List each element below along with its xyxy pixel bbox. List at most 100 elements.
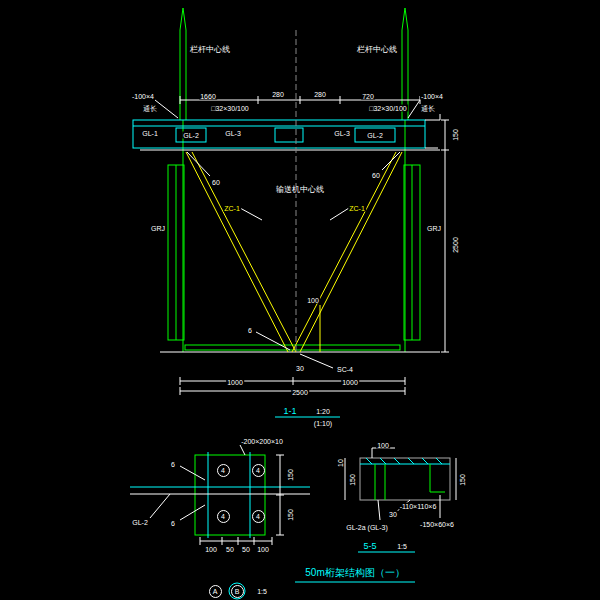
drawing-title: 50m桁架结构图（一） bbox=[303, 568, 406, 578]
drawing-label: 6 bbox=[170, 461, 176, 468]
member-line bbox=[208, 452, 209, 538]
drawing-label: GL-2 bbox=[182, 132, 200, 139]
leader-line bbox=[330, 208, 349, 220]
drawing-label: GRJ bbox=[426, 225, 442, 232]
drawing-label: 150 bbox=[349, 473, 356, 487]
drawing-label: 1:5 bbox=[256, 588, 268, 595]
drawing-label: 10 bbox=[337, 458, 344, 468]
drawing-label: -100×4 bbox=[420, 93, 444, 100]
drawing-label: □32×30/100 bbox=[368, 105, 408, 112]
column-line bbox=[183, 120, 184, 352]
drawing-label: ZC-1 bbox=[223, 205, 241, 212]
callout-circle: B bbox=[231, 585, 244, 598]
diagonal-brace bbox=[292, 152, 396, 352]
grj-column bbox=[412, 165, 413, 340]
dimension-line bbox=[180, 377, 405, 385]
member-line bbox=[130, 494, 310, 495]
drawing-label: 280 bbox=[271, 91, 285, 98]
drawing-label: (1:10) bbox=[313, 420, 333, 427]
drawing-label: -100×4 bbox=[131, 93, 155, 100]
drawing-label: 1000 bbox=[226, 379, 244, 386]
drawing-label: 通长 bbox=[142, 105, 158, 112]
drawing-label: 100 bbox=[204, 546, 218, 553]
callout-circle: A bbox=[209, 585, 222, 598]
leader-line bbox=[187, 152, 210, 176]
callout-circle: 4 bbox=[217, 510, 230, 523]
drawing-label: 1660 bbox=[199, 93, 217, 100]
leader-line bbox=[150, 445, 245, 520]
marker-ring bbox=[229, 583, 245, 599]
drawing-label: 150 bbox=[459, 473, 466, 487]
drawing-label: ZC-1 bbox=[348, 205, 366, 212]
drawing-label: 5-5 bbox=[362, 542, 377, 551]
drawing-label: 通长 bbox=[420, 105, 436, 112]
drawing-label: 50 bbox=[225, 546, 235, 553]
drawing-label: 720 bbox=[361, 93, 375, 100]
drawing-label: GRJ bbox=[150, 225, 166, 232]
drawing-label: -110×110×6 bbox=[399, 503, 438, 510]
railing-post bbox=[402, 8, 408, 120]
drawing-label: 栏杆中心线 bbox=[189, 46, 231, 54]
callout-circle: 4 bbox=[252, 464, 265, 477]
leader-line bbox=[240, 208, 262, 220]
drawing-label: 100 bbox=[376, 442, 390, 449]
dimension-line bbox=[441, 120, 449, 352]
channel-section bbox=[375, 464, 445, 500]
leader-line bbox=[155, 100, 178, 118]
edge-plate bbox=[425, 114, 440, 148]
drawing-label: 50 bbox=[241, 546, 251, 553]
callout-circle: 4 bbox=[252, 510, 265, 523]
top-chord bbox=[140, 150, 440, 151]
drawing-label: GL-2 bbox=[366, 132, 384, 139]
drawing-label: 1-1 bbox=[282, 407, 297, 416]
drawing-label: 150 bbox=[287, 468, 294, 482]
drawing-label: 6 bbox=[247, 327, 253, 334]
drawing-label: 1:5 bbox=[396, 543, 408, 550]
leader-line bbox=[300, 354, 333, 368]
drawing-label: 30 bbox=[388, 511, 398, 518]
callout-text: B bbox=[235, 588, 240, 595]
drawing-label: 150 bbox=[452, 128, 459, 142]
drawing-label: 280 bbox=[313, 91, 327, 98]
drawing-label: 60 bbox=[211, 179, 221, 186]
drawing-label: □32×30/100 bbox=[210, 105, 250, 112]
drawing-label: 100 bbox=[306, 297, 320, 304]
leader-line bbox=[382, 152, 400, 170]
grj-column bbox=[176, 165, 177, 340]
column-line bbox=[405, 120, 406, 352]
callout-text: A bbox=[213, 588, 218, 595]
drawing-label: 输送机中心线 bbox=[275, 186, 325, 194]
platform-beam bbox=[133, 126, 425, 127]
dimension-line bbox=[345, 448, 456, 500]
drawing-label: 150 bbox=[287, 508, 294, 522]
dimension-line bbox=[200, 537, 272, 545]
beam-section bbox=[275, 128, 303, 142]
diagonal-brace bbox=[192, 152, 296, 352]
drawing-label: -150×60×6 bbox=[419, 521, 455, 528]
drawing-label: GL-2 bbox=[131, 519, 149, 526]
railing-post bbox=[180, 8, 186, 120]
drawing-label: -200×200×10 bbox=[240, 438, 284, 445]
drawing-label: 100 bbox=[256, 546, 270, 553]
title-underline bbox=[295, 582, 415, 583]
member-line bbox=[130, 487, 310, 488]
drawing-label: SC-4 bbox=[336, 366, 354, 373]
drawing-label: GL-3 bbox=[224, 130, 242, 137]
grj-column bbox=[168, 165, 184, 340]
callout-circle: 4 bbox=[217, 464, 230, 477]
drawing-label: GL-1 bbox=[141, 130, 159, 137]
diagonal-brace bbox=[186, 152, 288, 352]
stiffener bbox=[320, 305, 321, 352]
dimension-line bbox=[180, 387, 405, 395]
member-line bbox=[250, 452, 251, 538]
leader-line bbox=[408, 100, 420, 118]
callout-text: 4 bbox=[256, 513, 260, 520]
drawing-label: GL-2a (GL-3) bbox=[345, 524, 389, 531]
section-hatch bbox=[360, 458, 450, 464]
drawing-label: GL-3 bbox=[333, 130, 351, 137]
view-underline bbox=[358, 552, 415, 553]
leader-line bbox=[378, 495, 440, 520]
